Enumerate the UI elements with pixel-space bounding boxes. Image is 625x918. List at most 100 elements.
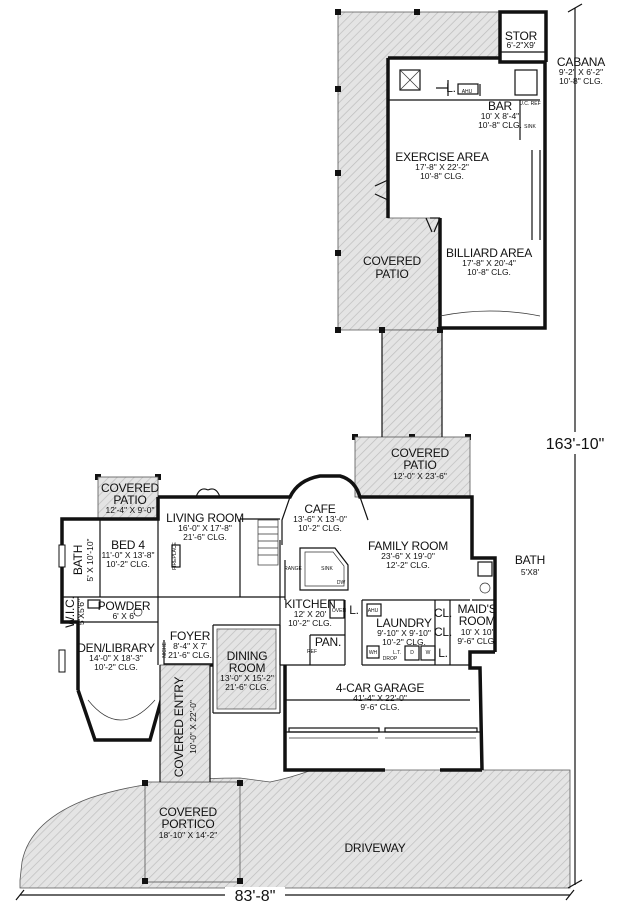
family-dim: 23'-6" X 19'-0" xyxy=(381,551,435,561)
overall-depth-label: 163'-10" xyxy=(546,436,605,453)
walkway-area xyxy=(381,329,443,439)
range-label: RANGE xyxy=(284,566,302,572)
dining-floor xyxy=(216,628,277,710)
covered-entry-name: COVERED ENTRY xyxy=(172,677,186,778)
mid-patio-line1: COVERED xyxy=(391,446,449,460)
garage-door-left xyxy=(288,727,380,733)
stor-dim: 6'-2"X9' xyxy=(507,40,536,50)
driveway-area xyxy=(19,769,571,889)
ahu-cabana-label: AHU xyxy=(462,89,473,95)
maids-clg: 9'-6" CLG. xyxy=(457,636,496,646)
laundry-dim: 9'-10" X 9'-10" xyxy=(377,628,431,638)
exercise-name: EXERCISE AREA xyxy=(395,150,489,164)
maids-line1: MAID'S xyxy=(457,602,496,616)
cabana-name: CABANA xyxy=(557,55,605,69)
exercise-clg: 10'-8" CLG. xyxy=(420,171,464,181)
billiard-clg: 10'-8" CLG. xyxy=(467,267,511,277)
billiard-name: BILLIARD AREA xyxy=(446,246,532,260)
cafe-dim: 13'-6" X 13'-0" xyxy=(293,514,347,524)
left-patio-line1: COVERED xyxy=(101,481,159,495)
garage-dim: 41'-4" X 22'-0" xyxy=(353,693,407,703)
dimension-line-width xyxy=(15,889,575,901)
sink-label: SINK xyxy=(321,566,333,572)
foyer-name: FOYER xyxy=(170,629,211,643)
dining-dim: 13'-0" X 15'-2" xyxy=(220,673,274,683)
living-name: LIVING ROOM xyxy=(166,511,244,525)
maids-line2: ROOM xyxy=(459,614,496,628)
bar-dim: 10' X 8'-4" xyxy=(481,111,519,121)
bar-name: BAR xyxy=(488,99,513,113)
cabana-clg: 10'-8" CLG. xyxy=(559,76,603,86)
overall-width-label: 83'-8" xyxy=(235,888,276,905)
bath-left-name: BATH xyxy=(71,545,85,575)
fixture-labels: CL. CL. L. L. L. AHU AHU WH D W L.T. REF… xyxy=(162,81,541,662)
living-dim: 16'-0" X 17'-8" xyxy=(178,523,232,533)
lt-label: L.T. xyxy=(393,650,401,656)
exercise-dim: 17'-8" X 22'-2" xyxy=(415,162,469,172)
cabana-shower xyxy=(514,69,538,96)
kitchen-clg: 10'-2" CLG. xyxy=(288,618,332,628)
covered-entry-area xyxy=(159,664,211,783)
maids-dim: 10' X 10' xyxy=(461,627,494,637)
cabana-dim: 9'-2" X 6'-2" xyxy=(559,67,603,77)
bar-clg: 10'-8" CLG. xyxy=(478,120,522,130)
drop-label: DROP xyxy=(383,656,398,662)
den-dim: 14'-0" X 18'-3" xyxy=(89,653,143,663)
bath-tub xyxy=(477,561,493,577)
cafe-name: CAFE xyxy=(304,502,335,516)
bed4-clg: 10'-2" CLG. xyxy=(106,559,150,569)
washer-label: W xyxy=(426,650,431,656)
ref-label: REF xyxy=(307,649,317,655)
laundry-clg: 10'-2" CLG. xyxy=(382,637,426,647)
kitchen-dim: 12' X 20' xyxy=(294,609,327,619)
sink2-label: SINK xyxy=(524,124,536,130)
den-clg: 10'-2" CLG. xyxy=(94,662,138,672)
cabana-walls xyxy=(386,10,548,330)
billiard-dim: 17'-8" X 20'-4" xyxy=(462,258,516,268)
wic-name: W.I.C. xyxy=(63,596,77,627)
l2-label: L. xyxy=(446,81,456,95)
portico-line2: PORTICO xyxy=(161,817,214,831)
niche-label: NICHE xyxy=(162,642,168,658)
overall-dimensions: 163'-10" 83'-8" xyxy=(225,432,610,905)
portico-line1: COVERED xyxy=(159,805,217,819)
family-clg: 12'-2" CLG. xyxy=(386,560,430,570)
dw-label: DW xyxy=(337,580,346,586)
garage-door-right xyxy=(384,727,478,733)
mid-patio-line2: PATIO xyxy=(403,458,436,472)
room-labels: STOR 6'-2"X9' CABANA 9'-2" X 6'-2" 10'-8… xyxy=(63,29,605,855)
cafe-clg: 10'-2" CLG. xyxy=(298,523,342,533)
mid-patio-area xyxy=(354,436,471,498)
portico-area xyxy=(144,781,241,883)
ucref-label: U.C. REF xyxy=(519,101,540,107)
l3-label: L. xyxy=(438,646,448,660)
wh-label: WH xyxy=(369,650,378,656)
fireplace-label: FIREPLACE xyxy=(172,541,178,569)
rear-patio-line2: PATIO xyxy=(375,267,408,281)
cl1-label: CL. xyxy=(434,606,452,620)
family-name: FAMILY ROOM xyxy=(368,539,448,553)
bath-right-name: BATH xyxy=(515,553,545,567)
dryer-label: D xyxy=(410,650,414,656)
bath-right-dim: 5'X8' xyxy=(521,567,540,577)
covered-entry-dim: 10'-0" X 22'-0" xyxy=(188,700,198,754)
fireplace xyxy=(171,544,181,568)
left-patio-area xyxy=(97,476,159,520)
laundry-name: LAUNDRY xyxy=(376,616,432,630)
l1-label: L. xyxy=(349,603,359,617)
kitchen-name: KITCHEN xyxy=(284,597,335,611)
foyer-dim: 8'-4" X 7' xyxy=(173,641,207,651)
interior-walls xyxy=(62,518,495,733)
left-patio-line2: PATIO xyxy=(113,493,146,507)
living-clg: 21'-6" CLG. xyxy=(183,532,227,542)
dining-line1: DINING xyxy=(227,649,268,663)
bath-left-dim: 5' X 10'-10" xyxy=(85,538,95,581)
mid-patio-dim: 12'-0" X 23'-6" xyxy=(393,471,447,481)
kitchen-island xyxy=(299,547,349,591)
dining-clg: 21'-6" CLG. xyxy=(225,682,269,692)
foyer-clg: 21'-6" CLG. xyxy=(168,650,212,660)
pan-name: PAN. xyxy=(315,635,341,649)
stor-name: STOR xyxy=(505,29,538,43)
bed4-dim: 11'-0" X 13'-8" xyxy=(101,550,154,560)
